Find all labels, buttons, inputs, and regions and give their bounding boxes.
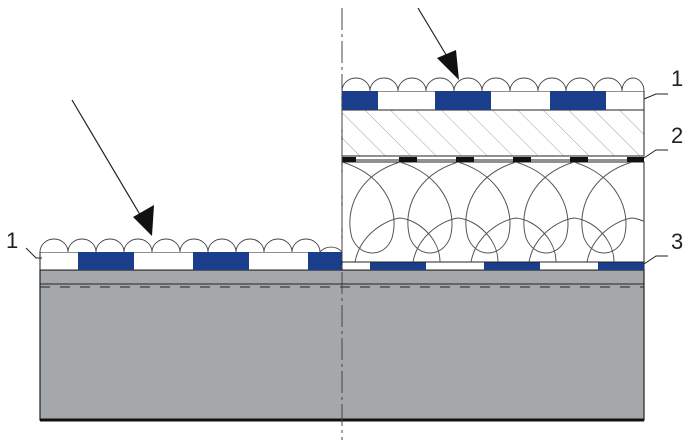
callout-label-right-2: 2 — [671, 123, 683, 148]
top-membrane-layer — [341, 90, 645, 111]
left-arrow-indicator — [71, 99, 154, 236]
callout-label-right-1: 1 — [671, 66, 683, 91]
screed-layer — [341, 109, 645, 157]
callout-leaders — [25, 93, 668, 265]
vapour-barrier-layer — [342, 157, 644, 162]
top-arrow-indicator — [417, 7, 459, 80]
callout-label-left-1: 1 — [6, 228, 18, 253]
callout-label-right-3: 3 — [671, 229, 683, 254]
left-granule-surface — [39, 238, 343, 254]
insulation-layer — [341, 161, 645, 263]
base-membrane-layer — [341, 261, 645, 271]
top-granule-surface — [341, 77, 645, 92]
left-membrane-layer — [39, 251, 343, 271]
